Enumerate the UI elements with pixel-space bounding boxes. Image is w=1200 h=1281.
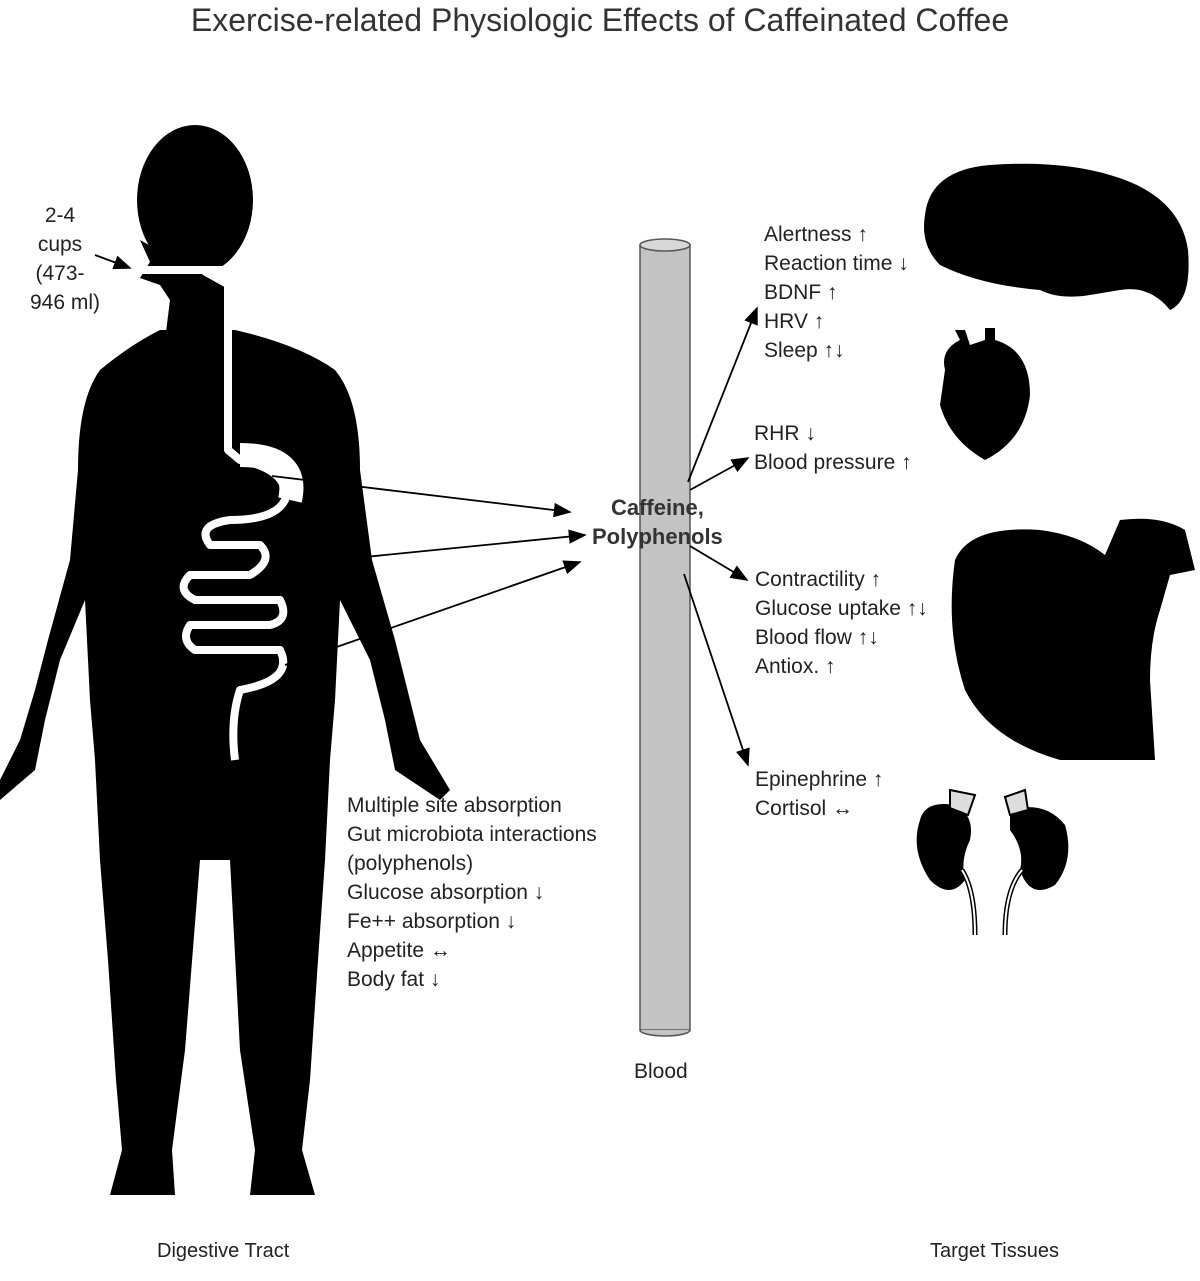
effect-item: Cortisol ↔ — [755, 797, 854, 820]
effect-item: HRV ↑ — [764, 310, 825, 333]
intake-line: 946 ml) — [30, 291, 101, 314]
effect-item: RHR ↓ — [754, 422, 816, 445]
blood-vessel-cylinder — [639, 238, 691, 1037]
intake-line: cups — [37, 233, 83, 256]
brain-icon — [924, 163, 1189, 310]
intake-label: 2-4 cups (473- 946 ml) — [30, 201, 101, 317]
effect-item: Blood flow ↑↓ — [755, 626, 879, 649]
digestive-tract-caption: Digestive Tract — [157, 1240, 290, 1262]
heart-icon — [940, 328, 1030, 460]
intake-line: 2-4 — [44, 204, 76, 227]
human-silhouette — [0, 125, 450, 1195]
center-line: Polyphenols — [592, 524, 723, 549]
center-line: Caffeine, — [610, 495, 704, 520]
blood-label: Blood — [634, 1060, 688, 1083]
effect-item: Antiox. ↑ — [755, 655, 836, 678]
effect-item: Sleep ↑↓ — [764, 339, 845, 362]
digestive-tract — [140, 266, 304, 761]
effect-item: Appetite ↔ — [347, 939, 451, 962]
effect-item: Contractility ↑ — [755, 568, 882, 591]
effect-item: Alertness ↑ — [764, 223, 868, 246]
effect-item: Fe++ absorption ↓ — [347, 910, 517, 933]
figure-title: Exercise-related Physiologic Effects of … — [190, 2, 1010, 38]
heart-effects-list: RHR ↓ Blood pressure ↑ — [754, 419, 912, 477]
effect-item: Gut microbiota interactions — [347, 823, 597, 846]
effect-item: Blood pressure ↑ — [754, 451, 912, 474]
effect-item: Glucose absorption ↓ — [347, 881, 545, 904]
muscle-arm-icon — [951, 518, 1195, 760]
adrenal-effects-list: Epinephrine ↑ Cortisol ↔ — [755, 765, 883, 823]
effect-item: (polyphenols) — [347, 852, 474, 875]
intake-line: (473- — [35, 262, 85, 285]
effect-item: Epinephrine ↑ — [755, 768, 884, 791]
effect-item: Reaction time ↓ — [764, 252, 909, 275]
digestive-effects-list: Multiple site absorption Gut microbiota … — [347, 791, 597, 994]
caffeine-polyphenols-label: Caffeine, Polyphenols — [592, 493, 723, 551]
target-tissues-caption: Target Tissues — [930, 1240, 1059, 1262]
effect-item: Glucose uptake ↑↓ — [755, 597, 928, 620]
brain-effects-list: Alertness ↑ Reaction time ↓ BDNF ↑ HRV ↑… — [764, 220, 909, 365]
arrows — [94, 254, 758, 767]
effect-item: Multiple site absorption — [347, 794, 562, 817]
effect-item: BDNF ↑ — [764, 281, 838, 304]
muscle-effects-list: Contractility ↑ Glucose uptake ↑↓ Blood … — [755, 565, 928, 681]
effect-item: Body fat ↓ — [347, 968, 441, 991]
kidneys-icon — [916, 788, 1069, 936]
